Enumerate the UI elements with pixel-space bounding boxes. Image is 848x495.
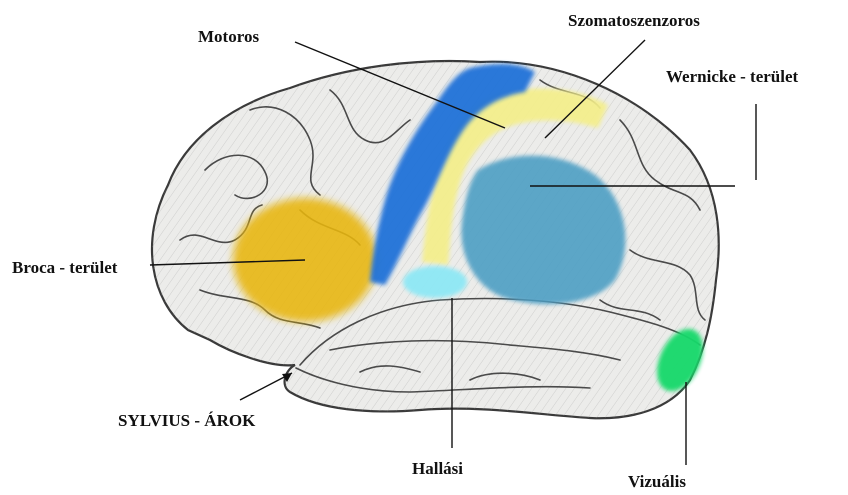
label-motoros: Motoros [198,27,259,46]
auditory-area [403,266,467,298]
label-broca: Broca - terület [12,258,118,277]
label-sylvius: SYLVIUS - ÁROK [118,411,256,430]
label-szomatoszenzoros: Szomatoszenzoros [568,11,700,30]
label-hallasi: Hallási [412,459,463,478]
label-wernicke: Wernicke - terület [666,67,799,86]
label-vizualis: Vizuális [628,472,686,491]
